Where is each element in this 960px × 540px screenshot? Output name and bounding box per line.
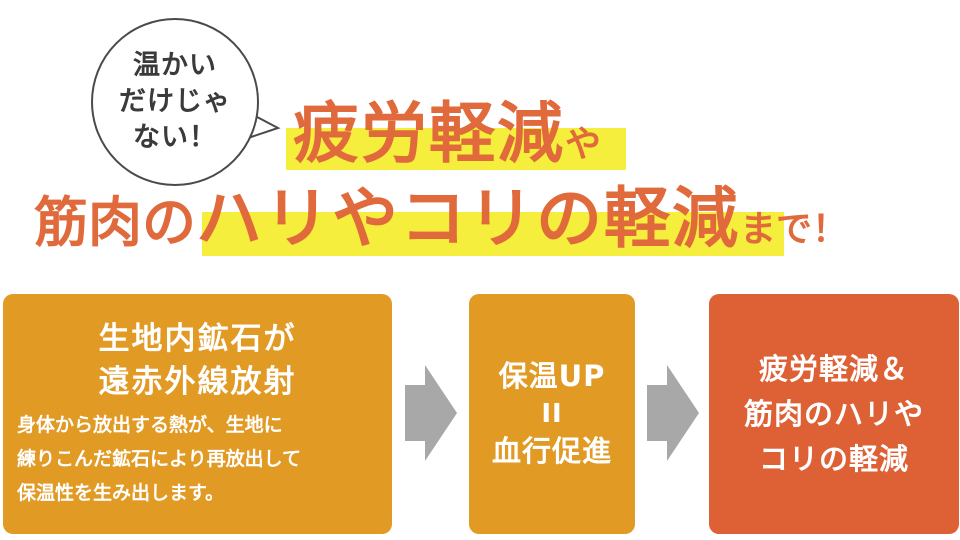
step-1-desc-line-1: 身体から放出する熱が、生地に bbox=[17, 414, 283, 436]
speech-bubble: 温かい だけじゃ ない！ bbox=[91, 18, 259, 186]
step-3-line-2: 筋肉のハリや bbox=[743, 396, 924, 431]
step-3-line-1: 疲労軽減＆ bbox=[758, 351, 909, 386]
headline-main-1: 疲労軽減 bbox=[293, 95, 565, 172]
headline-line-2: 筋肉の ハリやコリの軽減 まで！ bbox=[34, 165, 848, 261]
step-box-mineral: 生地内鉱石が 遠赤外線放射 身体から放出する熱が、生地に 練りこんだ鉱石により再… bbox=[3, 294, 392, 534]
bubble-line-2: だけじゃ bbox=[119, 86, 231, 117]
step-1-description: 身体から放出する熱が、生地に 練りこんだ鉱石により再放出して 保温性を生み出しま… bbox=[3, 408, 301, 510]
step-2-line-2: II bbox=[541, 399, 563, 429]
step-3-line-3: コリの軽減 bbox=[758, 441, 909, 476]
headline-suffix-1: や bbox=[565, 124, 602, 165]
step-2-line-1: 保温UP bbox=[498, 359, 606, 393]
headline-prefix-2: 筋肉の bbox=[34, 191, 196, 254]
step-1-title-1: 生地内鉱石が bbox=[98, 321, 297, 357]
step-1-title-2: 遠赤外線放射 bbox=[98, 364, 297, 400]
highlight-bar-2 bbox=[202, 212, 784, 256]
step-2-line-3: 血行促進 bbox=[491, 434, 612, 468]
bubble-line-3: ない！ bbox=[133, 122, 217, 153]
highlight-bar-1 bbox=[286, 128, 626, 170]
step-1-desc-line-2: 練りこんだ鉱石により再放出して bbox=[17, 448, 302, 470]
arrow-right-icon bbox=[647, 365, 699, 461]
step-box-result: 疲労軽減＆ 筋肉のハリや コリの軽減 bbox=[709, 294, 959, 534]
step-box-warmth: 保温UP II 血行促進 bbox=[469, 294, 635, 534]
arrow-right-icon bbox=[405, 365, 457, 461]
headline-main-2: ハリやコリの軽減 bbox=[196, 180, 740, 257]
headline-line-1: 疲労軽減 や bbox=[293, 80, 601, 176]
bubble-line-1: 温かい bbox=[133, 50, 217, 81]
headline-suffix-2: まで！ bbox=[740, 209, 849, 250]
step-1-desc-line-3: 保温性を生み出します。 bbox=[17, 482, 225, 504]
